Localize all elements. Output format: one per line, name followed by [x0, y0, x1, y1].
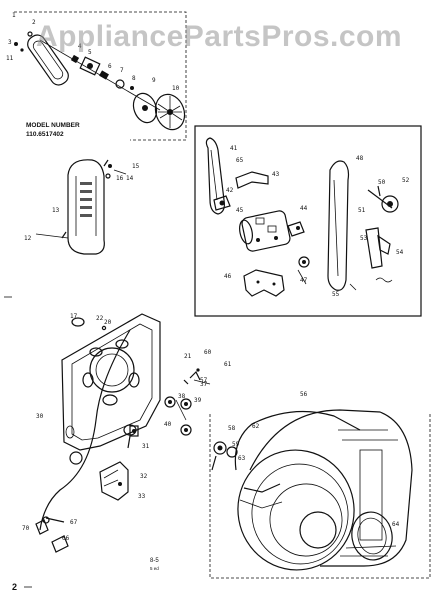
callout-56: 56: [300, 391, 308, 398]
motor-belt-group: [194, 125, 422, 317]
callout-64: 64: [392, 521, 400, 528]
callout-12: 12: [24, 235, 32, 242]
callout-31: 31: [142, 443, 150, 450]
callout-39: 39: [194, 397, 202, 404]
exhaust-duct-group: [35, 159, 127, 255]
callout-5: 5: [88, 49, 92, 56]
callout-38: 38: [178, 393, 186, 400]
callout-51: 51: [358, 207, 366, 214]
callout-66: 66: [62, 535, 70, 542]
callout-32: 32: [140, 473, 148, 480]
callout-53: 53: [360, 235, 368, 242]
blower-assembly-group: [14, 11, 187, 141]
page-ref: 8-5: [150, 558, 159, 564]
callout-2: 2: [32, 19, 36, 26]
small-hardware-group: [42, 516, 69, 553]
callout-58: 58: [228, 425, 236, 432]
callout-30: 30: [36, 413, 44, 420]
callout-65: 65: [236, 157, 244, 164]
callout-60: 60: [204, 349, 212, 356]
callout-1: 1: [12, 12, 16, 19]
callout-33: 33: [138, 493, 146, 500]
callout-46: 46: [224, 273, 232, 280]
rear-bulkhead-group: [35, 313, 161, 535]
callout-59: 59: [232, 441, 240, 448]
callout-20: 20: [104, 319, 112, 326]
callout-37: 37: [200, 381, 208, 388]
model-number-value: 110.6517402: [26, 131, 64, 138]
callout-21: 21: [184, 353, 192, 360]
model-number-label: MODEL NUMBER: [26, 122, 80, 129]
callout-22: 22: [96, 315, 104, 322]
callout-17: 17: [70, 313, 78, 320]
callout-13: 13: [52, 207, 60, 214]
vent-outlet-group: [99, 461, 129, 501]
callout-14: 14: [126, 175, 134, 182]
callout-48: 48: [356, 155, 364, 162]
callout-9: 9: [152, 77, 156, 84]
callout-8: 8: [132, 75, 136, 82]
callout-62: 62: [252, 423, 260, 430]
drive-motor: [239, 210, 305, 252]
callout-numbers: 1 2 3 4 5 6 7 8 9 10 11 12 13 14 15 16 1…: [6, 12, 410, 542]
callout-67: 67: [70, 519, 78, 526]
callout-4: 4: [78, 43, 82, 50]
callout-57: 57: [200, 377, 208, 384]
callout-41: 41: [230, 145, 238, 152]
callout-47: 47: [300, 277, 308, 284]
callout-50: 50: [378, 179, 386, 186]
callout-54: 54: [396, 249, 404, 256]
callout-45: 45: [236, 207, 244, 214]
callout-16: 16: [116, 175, 124, 182]
callout-55: 55: [332, 291, 340, 298]
callout-70: 70: [22, 525, 30, 532]
callout-15: 15: [132, 163, 140, 170]
page-number: 2: [12, 582, 17, 592]
callout-40: 40: [164, 421, 172, 428]
callout-3: 3: [8, 39, 12, 46]
callout-44: 44: [300, 205, 308, 212]
callout-42: 42: [226, 187, 234, 194]
callout-63: 63: [238, 455, 246, 462]
callout-6: 6: [108, 63, 112, 70]
callout-61: 61: [224, 361, 232, 368]
callout-7: 7: [120, 67, 124, 74]
watermark: AppliancePartsPros.com: [35, 20, 403, 53]
callout-52: 52: [402, 177, 410, 184]
bulkhead-fasteners-group: [71, 317, 139, 449]
callout-11: 11: [6, 55, 14, 62]
drum-assembly-group: [209, 409, 431, 579]
drum-bearing-group: [164, 368, 211, 436]
callout-43: 43: [272, 171, 280, 178]
callout-10: 10: [172, 85, 180, 92]
page-ref-sub: 5 ed: [150, 566, 159, 571]
